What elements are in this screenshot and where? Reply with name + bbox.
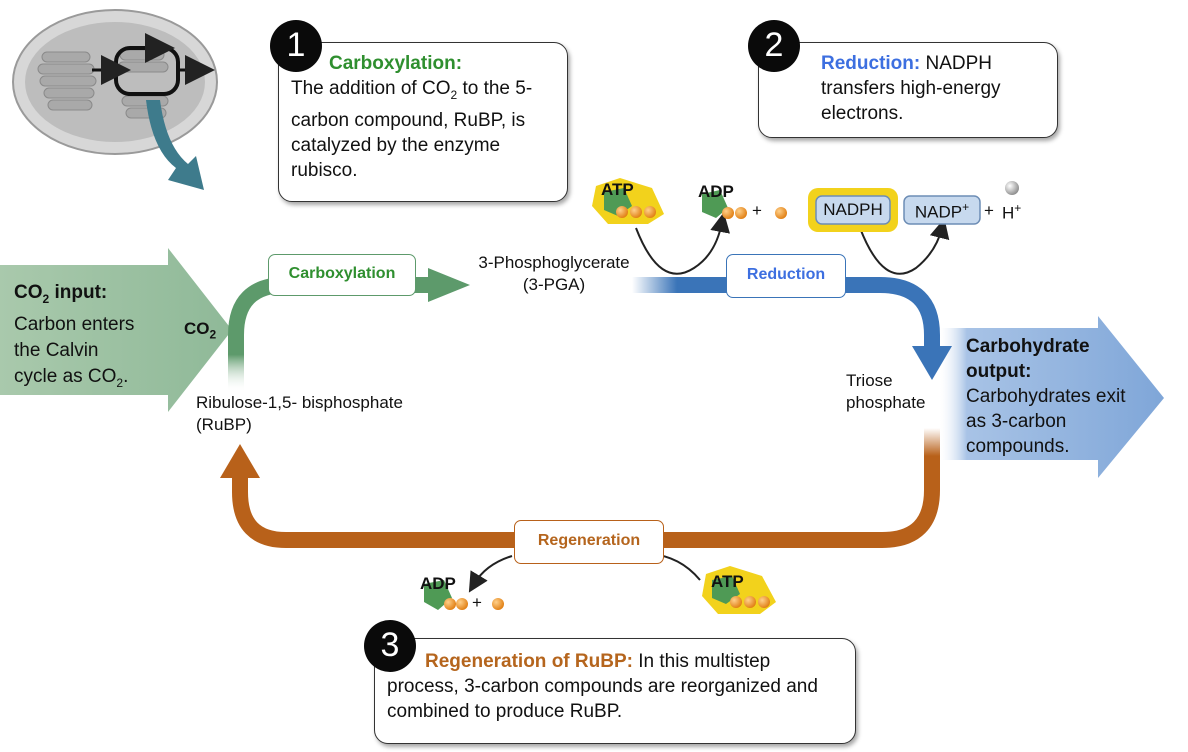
reduction-callout-text: Reduction: NADPH transfers high-energy e… — [821, 53, 1001, 124]
adp-label-top: ADP — [698, 182, 734, 201]
hydrogen-icon — [1005, 181, 1019, 195]
co2-label: CO2 — [184, 319, 217, 342]
nadp-label: NADP+ — [914, 200, 970, 222]
co2-input-title: CO2 input: — [14, 282, 108, 306]
reduction-pill: Reduction — [726, 254, 846, 298]
co2-input-arrow — [0, 248, 232, 412]
co2-input-text: CO2 input: Carbon enters the Calvin cycl… — [14, 280, 174, 396]
rubp-label: Ribulose-1,5- bisphosphate (RuBP) — [196, 393, 403, 434]
carbohydrate-output-arrow — [940, 316, 1164, 478]
carboxylation-callout: Carboxylation: The addition of CO2 to th… — [278, 42, 568, 202]
plus-sign-bottom: + — [472, 593, 482, 612]
adp-label-bottom: ADP — [420, 574, 456, 593]
atp-label-bottom: ATP — [711, 572, 744, 591]
nadph-molecule — [808, 188, 898, 232]
regeneration-callout-text: Regeneration of RuBP: In this multistep … — [387, 651, 818, 722]
reduction-arrow — [632, 277, 952, 380]
chloroplast-icon — [12, 9, 218, 190]
plus-sign-top: + — [752, 201, 762, 220]
reduction-callout: Reduction: NADPH transfers high-energy e… — [758, 42, 1058, 138]
pga-label: 3-Phosphoglycerate (3-PGA) — [478, 253, 630, 294]
carboxylation-callout-title: Carboxylation: — [329, 53, 463, 74]
adp-molecule-top — [702, 190, 787, 219]
atp-molecule-top — [592, 178, 664, 224]
regeneration-callout: Regeneration of RuBP: In this multistep … — [374, 638, 856, 744]
plus-sign-nadp: + — [984, 201, 994, 220]
carbohydrate-output-text: Carbohydrate output: Carbohydrates exit … — [966, 336, 1126, 457]
nadp-molecule — [903, 195, 981, 225]
step-2-badge: 2 — [748, 20, 800, 72]
nadph-label: NADPH — [823, 200, 883, 219]
triose-phosphate-label: Triose phosphate — [846, 371, 926, 412]
carboxylation-callout-text: The addition of CO2 to the 5-carbon comp… — [291, 78, 533, 181]
step-1-badge: 1 — [270, 20, 322, 72]
atp-label-top: ATP — [601, 180, 634, 199]
step-3-badge: 3 — [364, 620, 416, 672]
carboxylation-pill: Carboxylation — [268, 254, 416, 296]
regeneration-pill: Regeneration — [514, 520, 664, 564]
hydrogen-ion-label: H+ — [1002, 201, 1022, 223]
adp-molecule-bottom — [424, 580, 504, 610]
atp-molecule-bottom — [702, 566, 776, 614]
